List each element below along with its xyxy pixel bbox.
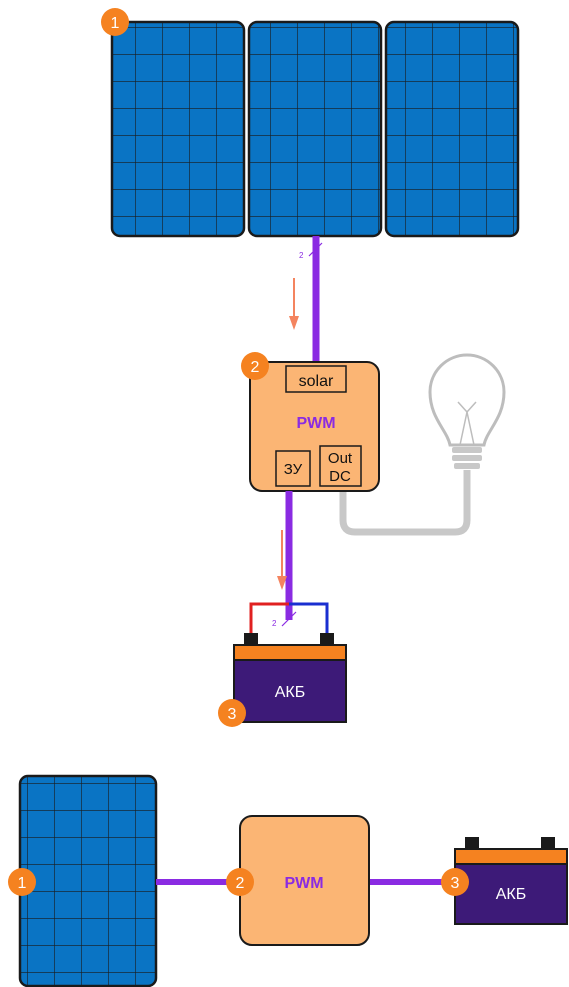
charger-port [275,450,311,487]
battery-label-simple: АКБ [496,886,527,903]
load-wire [339,470,471,536]
svg-text:2: 2 [251,359,260,376]
svg-text:3: 3 [228,706,237,723]
battery: АКБ [233,633,347,723]
dc-port-label: DC [329,468,351,485]
solar-port [285,365,347,393]
badge-solar-panel-simple: 1 [8,868,36,896]
solar-panel-center [247,20,383,238]
charge-controller-simple: PWM [239,815,370,946]
badge-battery-simple: 3 [441,868,469,896]
battery-top [233,644,347,661]
positive-wire [249,602,289,635]
out-port-label: Out [328,450,353,467]
battery-simple: АКБ [454,837,568,925]
solar-panel-right [384,20,520,238]
flow-arrow-icon [277,530,287,590]
battery-wire-count: 2 [272,619,277,628]
svg-text:2: 2 [236,875,245,892]
badge-solar-panel: 1 [101,8,129,36]
svg-text:1: 1 [18,875,27,892]
badge-battery: 3 [218,699,246,727]
battery-label: АКБ [275,684,306,701]
out-dc-port [319,445,362,487]
negative-wire [289,602,329,635]
controller-title-simple: PWM [284,875,323,892]
battery-wire-count-mark [281,611,297,627]
light-bulb-icon [428,353,506,469]
flow-arrow-icon [289,278,299,330]
svg-text:3: 3 [451,875,460,892]
badge-controller-simple: 2 [226,868,254,896]
solar-panel-small [18,774,158,987]
battery-body [233,659,347,723]
svg-text:1: 1 [111,15,120,32]
solar-panel-array [110,20,520,238]
charge-controller: solar PWM ЗУ Out DC [249,361,380,492]
controller-title: PWM [296,415,335,432]
battery-terminal-positive [244,633,258,645]
battery-terminal-negative [320,633,334,645]
charger-port-label: ЗУ [284,461,303,478]
solar-wire-count-mark [308,242,323,257]
badge-controller: 2 [241,352,269,380]
solar-port-label: solar [299,373,334,390]
solar-panel-left [110,20,246,238]
solar-wire-count: 2 [299,251,304,260]
